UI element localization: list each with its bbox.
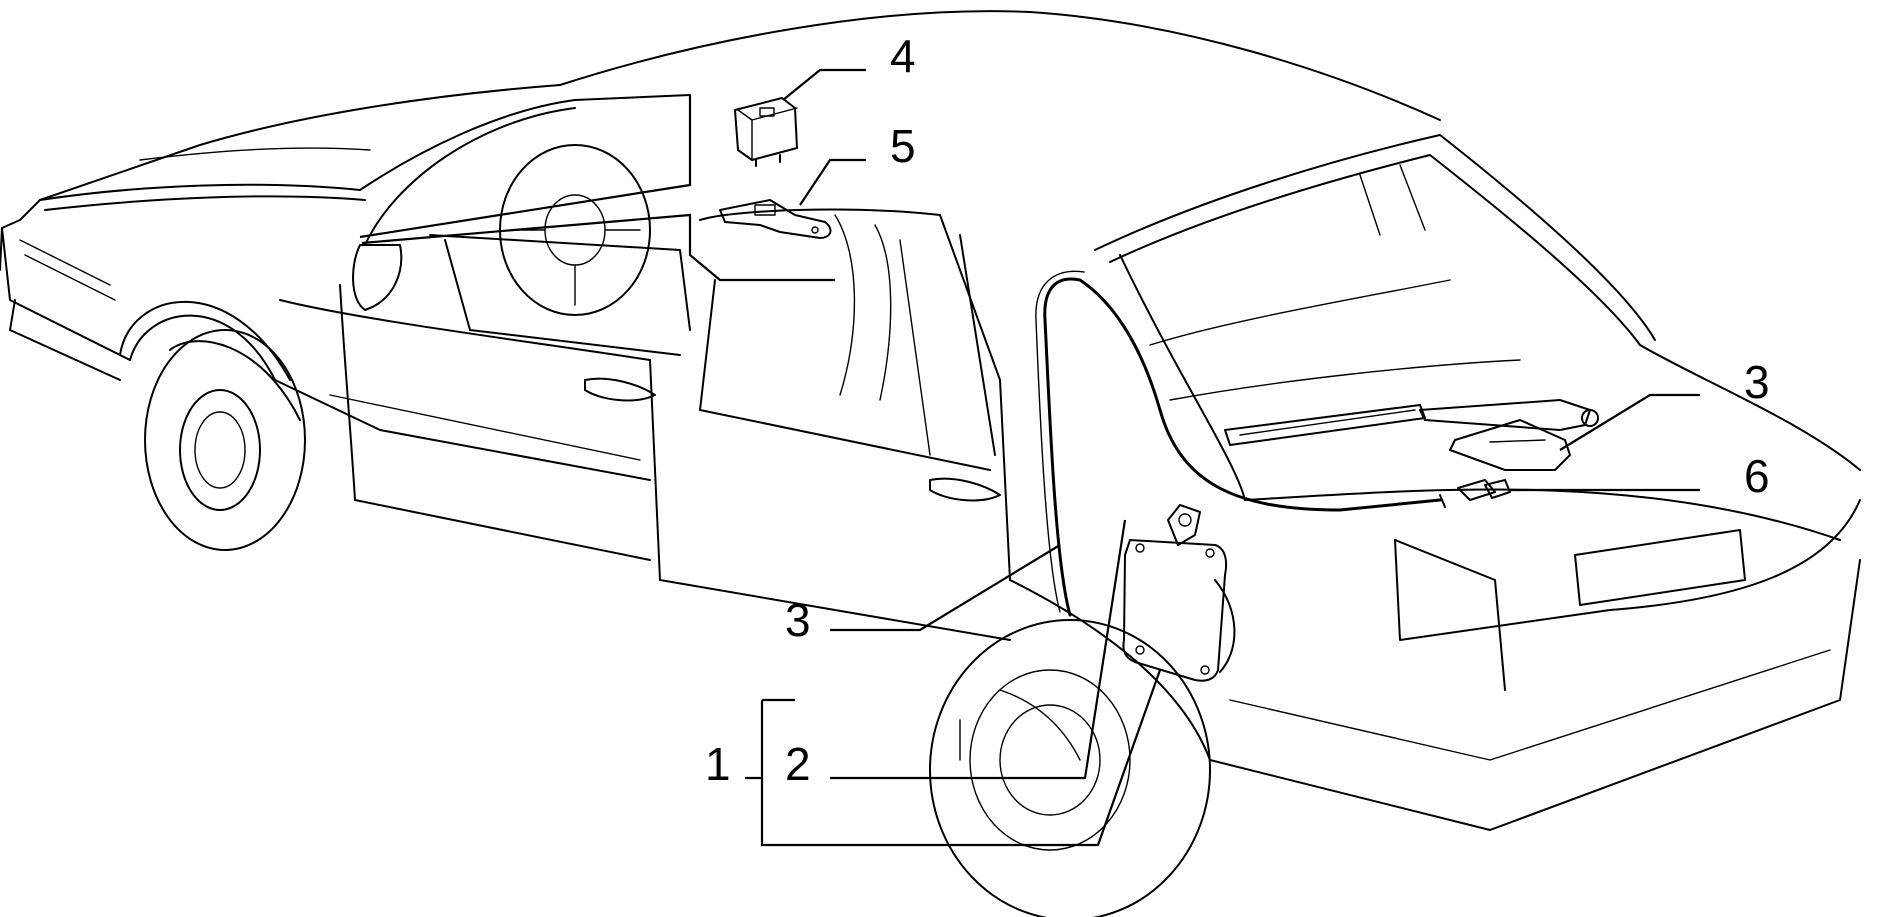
bracket-part	[719, 199, 832, 239]
wiper-part	[1224, 399, 1599, 446]
washer-hose-part	[1035, 270, 1571, 617]
callout-1: 1	[705, 738, 731, 790]
callout-3-mid: 3	[785, 594, 811, 646]
callout-2: 2	[785, 738, 811, 790]
flap-plate-part	[1122, 504, 1236, 682]
leader-lines	[359, 68, 1700, 847]
callout-3-top: 3	[1744, 356, 1770, 408]
relay-part	[734, 97, 798, 167]
callout-4: 4	[890, 30, 916, 82]
callout-6: 6	[1744, 450, 1770, 502]
callout-labels: 4 5 3 6 3 2 1	[705, 30, 1770, 790]
washer-nozzle-part	[1457, 479, 1511, 501]
car-body	[0, 10, 1861, 917]
callout-5: 5	[890, 120, 916, 172]
